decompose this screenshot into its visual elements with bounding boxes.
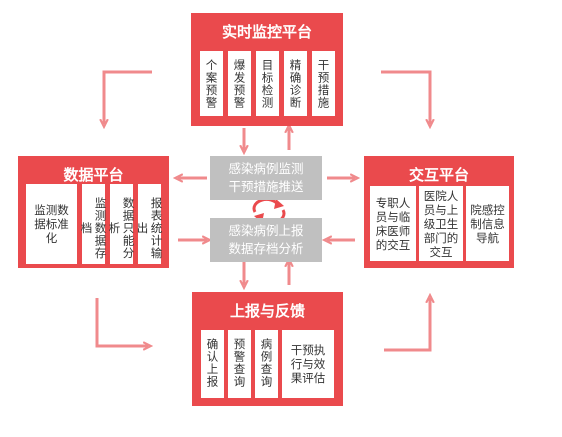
card-hospital-health-dept-interaction: 医院人员与上级卫生部门的交互: [419, 186, 463, 261]
card-warning-query: 预警查询: [228, 330, 251, 398]
card-case-query: 病例查询: [255, 330, 278, 398]
card-target-detection: 目标检测: [256, 51, 279, 116]
card-data-archive: 监测数据存档: [80, 184, 108, 264]
card-case-warning: 个案预警: [200, 51, 223, 116]
card-staff-clinician-interaction: 专职人员与临床医师的交互: [370, 186, 416, 261]
realtime-monitoring-platform: 实时监控平台 个案预警 爆发预警 目标检测 精确诊断 干预措施: [191, 13, 343, 126]
corner-arrow-bottom-left: [95, 298, 148, 346]
center-monitoring-box: 感染病例监测 干预措施推送: [210, 156, 322, 200]
platform-title: 数据平台: [63, 165, 124, 184]
corner-arrow-bottom-right: [384, 298, 430, 352]
report-feedback-platform: 上报与反馈 确认上报 预警查询 病例查询 干预执行与效果评估: [192, 292, 343, 406]
card-data-analysis: 数据只能分析: [108, 184, 136, 264]
center-lower-line1: 感染病例上报: [228, 223, 304, 238]
center-upper-line2: 干预措施推送: [228, 179, 304, 194]
card-confirm-report: 确认上报: [201, 330, 224, 398]
platform-title: 交互平台: [408, 165, 469, 184]
center-report-box: 感染病例上报 数据存档分析: [210, 218, 322, 262]
card-infection-control-navigation: 院感控制信息导航: [466, 186, 509, 261]
center-lower-line2: 数据存档分析: [228, 241, 304, 256]
card-data-standardization: 监测数据标准化: [26, 184, 77, 264]
card-precise-diagnosis: 精确诊断: [284, 51, 307, 116]
center-upper-line1: 感染病例监测: [228, 161, 304, 176]
card-intervention: 干预措施: [312, 51, 335, 116]
interaction-platform: 交互平台 专职人员与临床医师的交互 医院人员与上级卫生部门的交互 院感控制信息导…: [364, 156, 514, 268]
card-report-output: 报表统计输出: [136, 184, 164, 264]
platform-title: 实时监控平台: [221, 22, 312, 41]
corner-arrow-top-left: [104, 70, 152, 124]
card-outbreak-warning: 爆发预警: [228, 51, 251, 116]
platform-title: 上报与反馈: [229, 301, 305, 320]
data-platform: 数据平台 监测数据标准化 监测数据存档 数据只能分析 报表统计输出: [18, 156, 169, 268]
card-intervention-evaluation: 干预执行与效果评估: [282, 330, 334, 398]
corner-arrow-top-right: [381, 70, 430, 124]
